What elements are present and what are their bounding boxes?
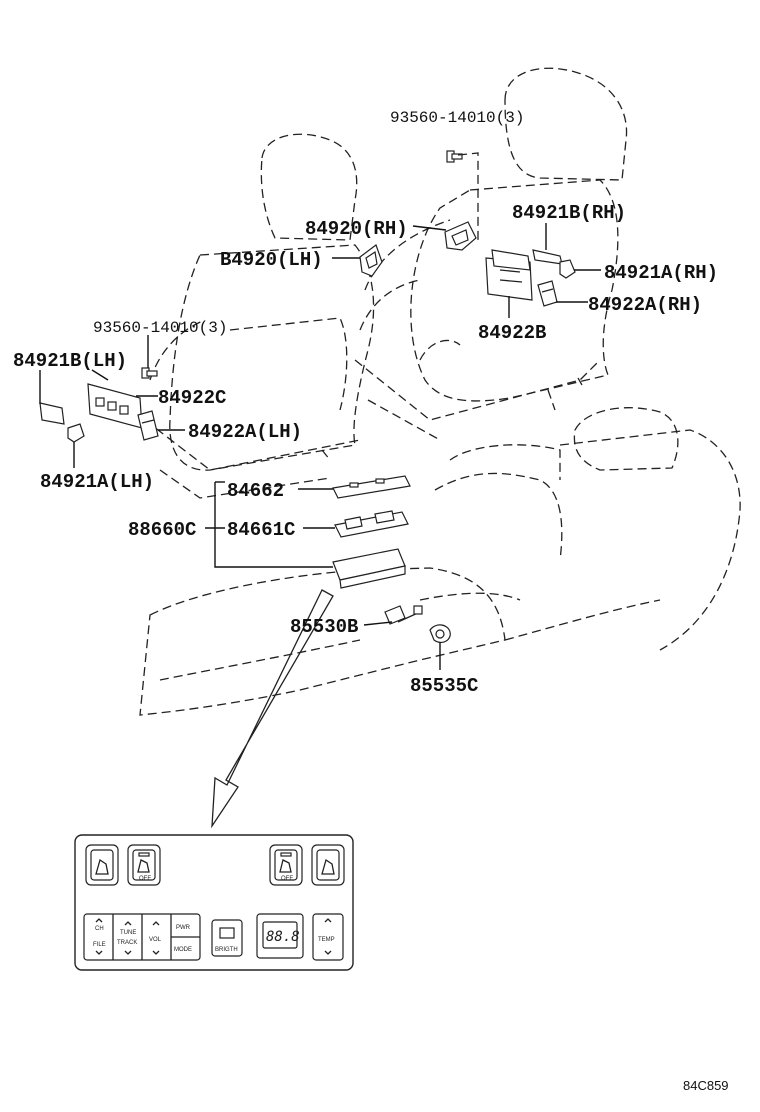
- label-84921a-lh: 84921A(LH): [40, 471, 154, 493]
- label-84921a-rh: 84921A(RH): [604, 262, 718, 284]
- volume-rocker[interactable]: VOL: [149, 921, 162, 955]
- file-label: FILE: [93, 942, 106, 948]
- label-84922a-lh: 84922A(LH): [188, 421, 302, 443]
- temp-rocker[interactable]: TEMP: [312, 913, 344, 961]
- label-88660c: 88660C: [128, 519, 196, 541]
- seat-heater-off-button-right[interactable]: OFF: [269, 844, 303, 886]
- part-labels: 93560-14010(3) 84920(RH) B4920(LH) 84921…: [13, 109, 718, 697]
- label-84922c: 84922C: [158, 387, 226, 409]
- part-84921a-rh: [559, 259, 576, 279]
- label-bolt-rh: 93560-14010(3): [390, 109, 524, 127]
- label-85535c: 85535C: [410, 675, 478, 697]
- part-84921b-rh: [532, 249, 563, 265]
- leader-lines: [39, 152, 601, 670]
- part-84922b: [485, 249, 533, 301]
- label-84662: 84662: [227, 480, 284, 502]
- bright-label: BRIGTH: [215, 947, 238, 953]
- ch-file-rocker[interactable]: CH FILE: [93, 918, 106, 955]
- detail-arrow: [211, 589, 334, 829]
- part-84922a-lh: [137, 410, 159, 441]
- rear-bench-seat: [139, 407, 741, 716]
- part-85535c: [429, 624, 451, 644]
- part-84662: [332, 475, 411, 499]
- tune-track-rocker[interactable]: TUNE TRACK: [117, 921, 137, 955]
- mode-label: MODE: [174, 947, 192, 953]
- part-84921b-lh: [39, 402, 65, 425]
- label-84920-lh: B4920(LH): [220, 249, 323, 271]
- label-84661c: 84661C: [227, 519, 295, 541]
- temperature-display: 88.8: [256, 913, 304, 959]
- rear-control-panel: OFF OFF CH FILE: [74, 834, 354, 971]
- label-85530b: 85530B: [290, 616, 358, 638]
- drawing-code: 84C859: [683, 1078, 729, 1093]
- part-84661c: [334, 510, 409, 538]
- vol-label: VOL: [149, 937, 162, 943]
- part-84920-lh: [359, 244, 383, 277]
- part-84922a-rh: [537, 280, 558, 307]
- brightness-button[interactable]: BRIGTH: [211, 919, 243, 957]
- seat-heater-off-button-left[interactable]: OFF: [127, 844, 161, 886]
- left-front-seat: [144, 133, 375, 499]
- label-84920-rh: 84920(RH): [305, 218, 408, 240]
- tune-label: TUNE: [120, 930, 136, 936]
- display-readout: 88.8: [266, 929, 300, 945]
- label-84921b-rh: 84921B(RH): [512, 202, 626, 224]
- power-button[interactable]: PWR: [176, 925, 191, 931]
- pwr-label: PWR: [176, 925, 191, 931]
- off-label-left: OFF: [139, 876, 151, 882]
- label-84922b: 84922B: [478, 322, 546, 344]
- seat-heater-button-left[interactable]: [85, 844, 119, 886]
- label-84921b-lh: 84921B(LH): [13, 350, 127, 372]
- right-front-seat: [354, 67, 628, 441]
- bolt-lh: [141, 367, 158, 379]
- off-label-right: OFF: [281, 876, 293, 882]
- temp-label: TEMP: [318, 937, 335, 943]
- part-84922c: [87, 383, 143, 429]
- part-84920-rh: [444, 221, 477, 251]
- mode-button[interactable]: MODE: [174, 947, 192, 953]
- ch-label: CH: [95, 926, 104, 932]
- part-84921a-lh: [67, 423, 85, 443]
- part-85530b: [384, 605, 423, 625]
- bolt-rh: [446, 150, 463, 163]
- label-84922a-rh: 84922A(RH): [588, 294, 702, 316]
- label-bolt-lh: 93560-14010(3): [93, 319, 227, 337]
- seat-heater-button-right[interactable]: [311, 844, 345, 886]
- part-88660c-housing: [332, 548, 406, 589]
- audio-control-block: CH FILE TUNE TRACK VOL PWR MODE: [83, 913, 201, 961]
- track-label: TRACK: [117, 940, 137, 946]
